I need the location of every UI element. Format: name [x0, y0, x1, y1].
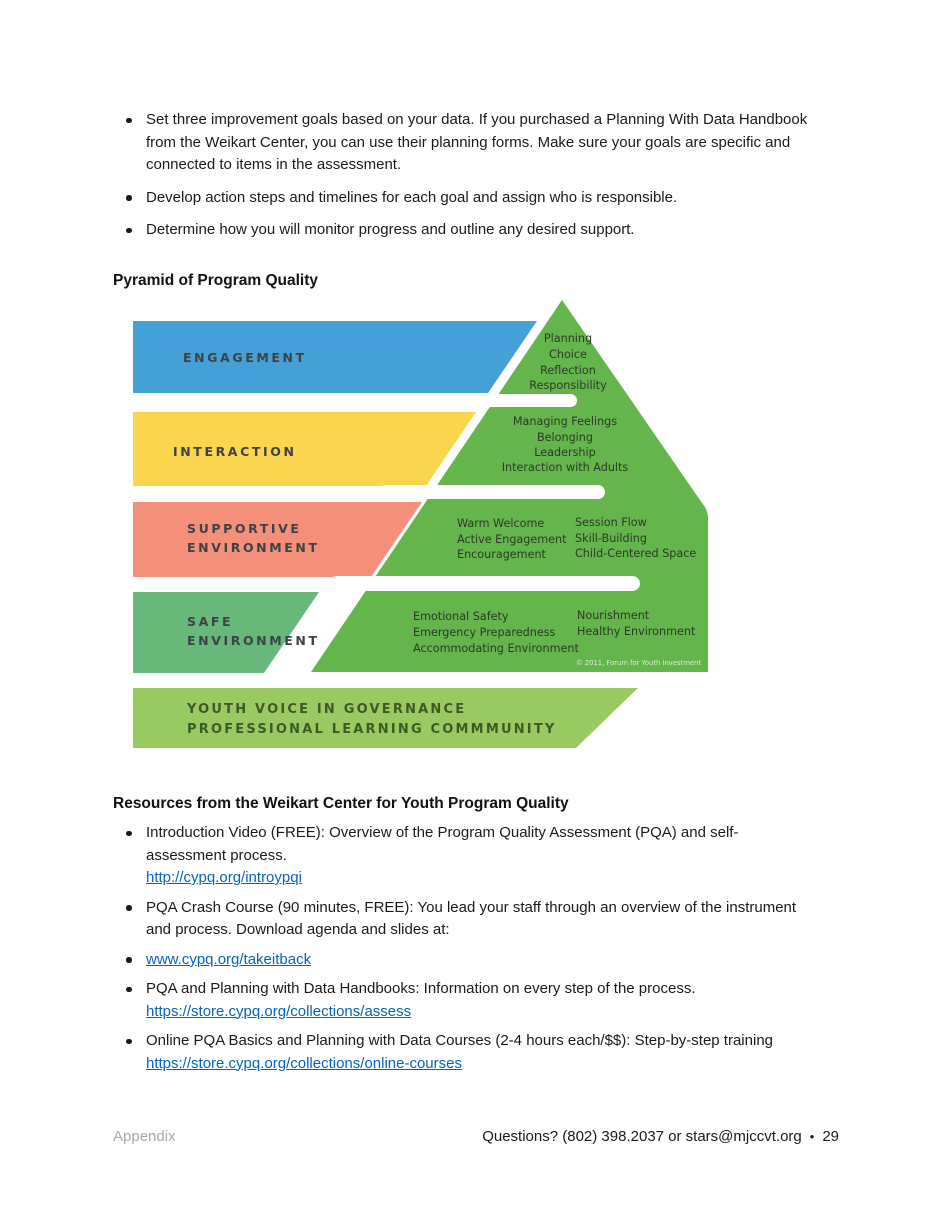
safe-label-line1: SAFE — [187, 614, 233, 629]
band-interaction — [133, 412, 476, 486]
list-item: Determine how you will monitor progress … — [113, 219, 814, 242]
tier2-item: Leadership — [534, 446, 596, 459]
resource-text: PQA Crash Course (90 minutes, FREE): You… — [146, 898, 797, 939]
list-item: www.cypq.org/takeitback — [113, 949, 801, 972]
resources-bullet-list: Introduction Video (FREE): Overview of t… — [113, 822, 853, 1082]
tier4-col2-item: Nourishment — [577, 609, 650, 622]
resource-link[interactable]: http://cypq.org/introypqi — [146, 869, 302, 886]
list-item: Online PQA Basics and Planning with Data… — [113, 1030, 801, 1075]
interaction-label: INTERACTION — [173, 444, 297, 459]
intro-bullet-2: Develop action steps and timelines for e… — [146, 188, 678, 206]
list-item: PQA Crash Course (90 minutes, FREE): You… — [113, 897, 801, 942]
tier3-col1-item: Active Engagement — [457, 533, 567, 546]
resource-link[interactable]: https://store.cypq.org/collections/onlin… — [146, 1054, 462, 1072]
tier3-col2-item: Session Flow — [575, 516, 647, 529]
page-footer: Appendix Questions? (802) 398.2037 or st… — [113, 1128, 839, 1145]
tier2-item: Managing Feelings — [513, 415, 617, 428]
band-base — [133, 688, 638, 748]
resource-text: Online PQA Basics and Planning with Data… — [146, 1032, 773, 1049]
resources-heading: Resources from the Weikart Center for Yo… — [113, 795, 569, 812]
intro-bullet-3: Determine how you will monitor progress … — [146, 221, 635, 238]
tier1-item: Planning — [544, 332, 592, 345]
supportive-label-line1: SUPPORTIVE — [187, 521, 302, 536]
band-supportive-environment — [133, 502, 422, 577]
tier4-col2-item: Healthy Environment — [577, 625, 696, 638]
base-band-line1: YOUTH VOICE IN GOVERNANCE — [186, 702, 466, 717]
base-band-line2: PROFESSIONAL LEARNING COMMMUNITY — [187, 722, 557, 737]
intro-bullet-list: Set three improvement goals based on you… — [113, 109, 853, 252]
safe-label-line2: ENVIRONMENT — [187, 633, 320, 648]
tier1-item: Reflection — [540, 364, 596, 377]
tier3-col2-item: Skill-Building — [575, 532, 647, 545]
tier2-item: Interaction with Adults — [502, 461, 629, 474]
resource-link[interactable]: www.cypq.org/takeitback — [146, 950, 312, 968]
intro-bullet-1: Set three improvement goals based on you… — [146, 111, 808, 173]
list-item: Set three improvement goals based on you… — [113, 109, 814, 177]
diagram-copyright: © 2011, Forum for Youth Investment — [576, 659, 701, 667]
footer-questions-text: Questions? (802) 398.2037 or stars@mjccv… — [482, 1128, 802, 1145]
tier3-col1-item: Encouragement — [457, 548, 547, 561]
tier3-col1-item: Warm Welcome — [457, 517, 544, 530]
resource-link[interactable]: https://store.cypq.org/collections/asses… — [146, 1002, 412, 1020]
supportive-label-line2: ENVIRONMENT — [187, 540, 320, 555]
footer-contact: Questions? (802) 398.2037 or stars@mjccv… — [482, 1128, 839, 1145]
divider-stripe-1 — [426, 394, 577, 407]
tier1-item: Responsibility — [529, 379, 607, 392]
tier4-col1-item: Accommodating Environment — [413, 642, 579, 655]
pyramid-of-program-quality-diagram: ENGAGEMENT INTERACTION SUPPORTIVE ENVIRO… — [131, 294, 711, 750]
divider-stripe-2 — [379, 485, 605, 499]
list-item: Introduction Video (FREE): Overview of t… — [113, 822, 801, 890]
tier2-item: Belonging — [537, 431, 593, 444]
footer-section-label: Appendix — [113, 1128, 176, 1145]
band-engagement — [133, 321, 537, 393]
divider-stripe-3 — [329, 576, 640, 591]
resource-text: Introduction Video (FREE): Overview of t… — [146, 824, 739, 864]
pyramid-heading: Pyramid of Program Quality — [113, 272, 318, 289]
tier3-col2-item: Child-Centered Space — [575, 547, 696, 560]
list-item: Develop action steps and timelines for e… — [113, 187, 814, 210]
page-number: 29 — [822, 1128, 839, 1145]
footer-bullet-separator: • — [809, 1129, 815, 1144]
tier1-item: Choice — [549, 348, 587, 361]
resource-text: PQA and Planning with Data Handbooks: In… — [146, 980, 696, 997]
tier4-col1-item: Emergency Preparedness — [413, 626, 556, 639]
engagement-label: ENGAGEMENT — [183, 350, 307, 365]
band-safe-environment — [133, 592, 319, 673]
tier4-col1-item: Emotional Safety — [413, 610, 509, 623]
list-item: PQA and Planning with Data Handbooks: In… — [113, 978, 801, 1023]
pyramid-diagram-svg: ENGAGEMENT INTERACTION SUPPORTIVE ENVIRO… — [133, 300, 708, 748]
